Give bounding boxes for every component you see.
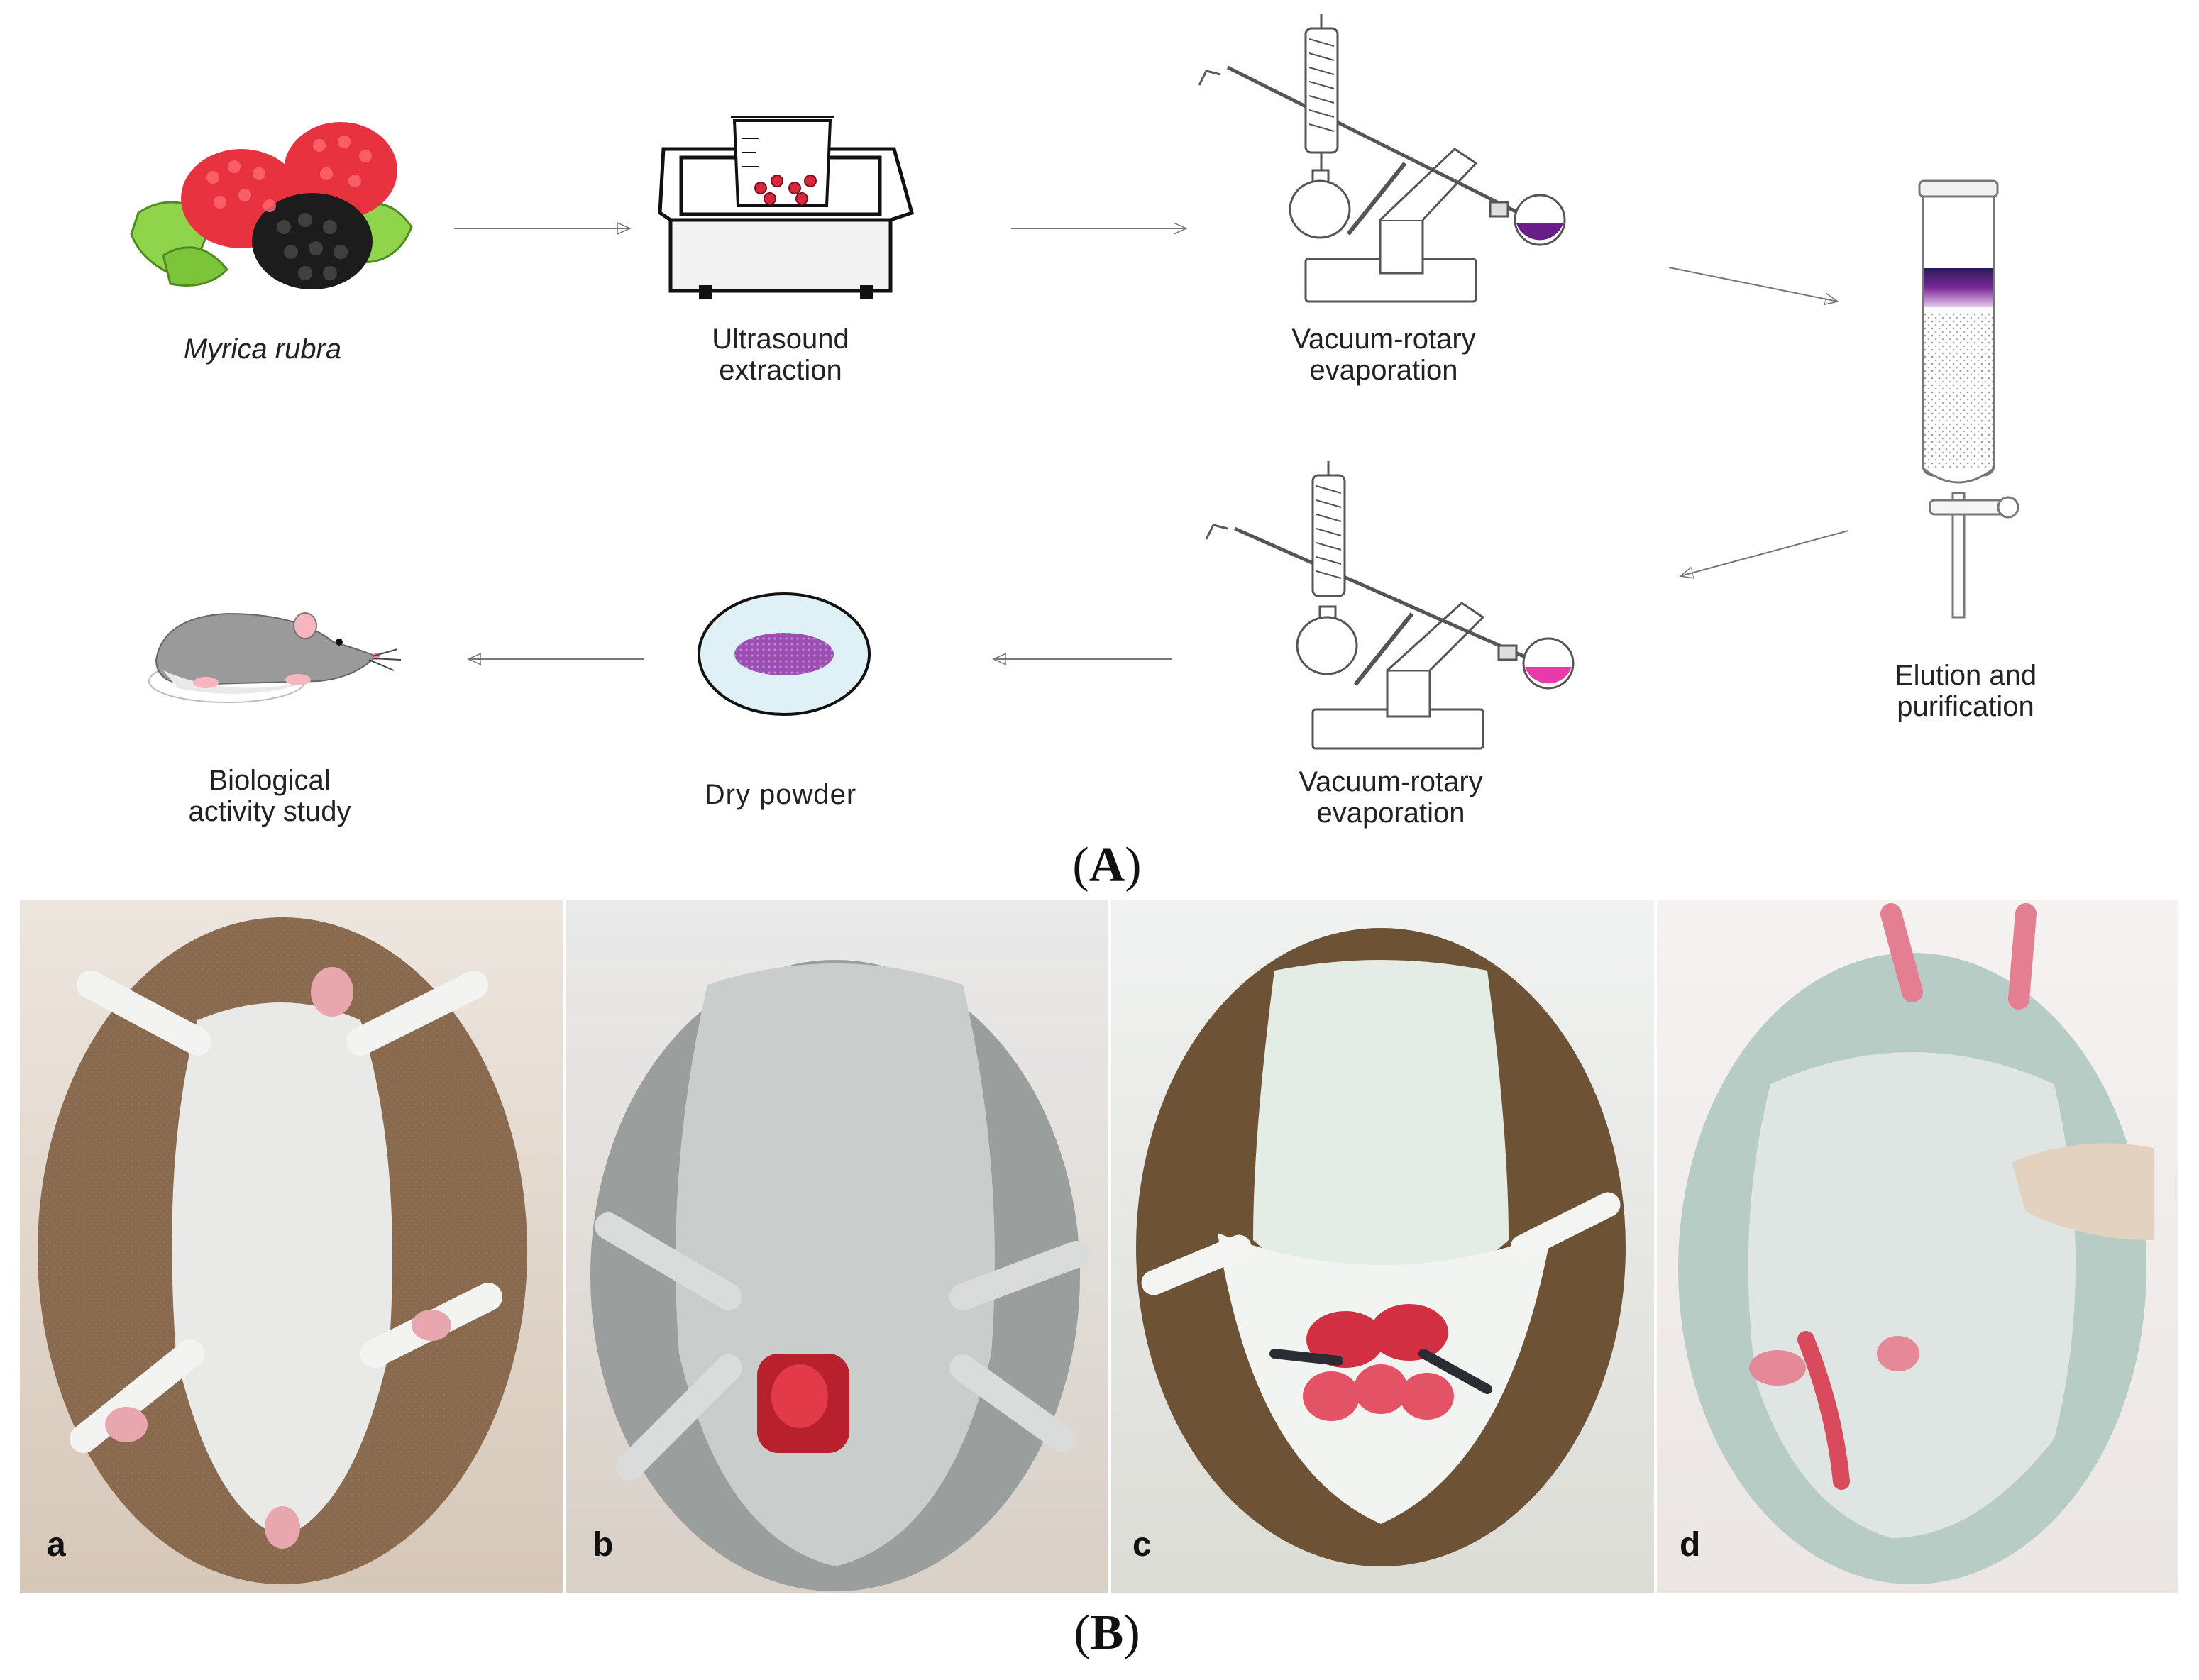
label-bio-line2: activity study xyxy=(188,796,351,827)
label-evap2-line1: Vacuum-rotary xyxy=(1299,766,1483,797)
label-ultrasound-line1: Ultrasound xyxy=(712,324,849,355)
rotary-evaporator-icon-1 xyxy=(1198,14,1566,303)
photo-d-letter: d xyxy=(1680,1526,1701,1564)
photo-d: d xyxy=(1657,900,2178,1593)
berries-icon xyxy=(130,122,413,289)
label-evap1-line2: evaporation xyxy=(1309,355,1458,386)
panel-b-caption-letter: B xyxy=(1090,1606,1124,1660)
label-myrica-rubra: Myrica rubra xyxy=(183,333,342,365)
photo-d-illustration xyxy=(1678,903,2154,1584)
arrow-3 xyxy=(1668,267,1838,302)
label-elution-purification: Elution and purification xyxy=(1852,660,2079,722)
panel-a-caption: (A) xyxy=(1064,837,1150,894)
process-diagram xyxy=(130,14,2019,750)
photo-c-letter: c xyxy=(1132,1526,1152,1564)
petri-dish-icon xyxy=(698,592,871,716)
photo-a-illustration xyxy=(38,917,527,1584)
label-ultrasound-line2: extraction xyxy=(719,355,842,386)
label-dry-powder: Dry powder xyxy=(704,779,857,810)
arrow-4 xyxy=(1680,530,1849,576)
label-biological-activity: Biological activity study xyxy=(142,765,397,827)
photo-b-illustration xyxy=(590,960,1090,1591)
panel-a-caption-close: ) xyxy=(1125,838,1142,892)
label-evaporation-2: Vacuum-rotary evaporation xyxy=(1256,766,1526,829)
panel-b-caption: (B) xyxy=(1064,1605,1150,1662)
photo-c-illustration xyxy=(1136,928,1626,1566)
label-elution-line2: purification xyxy=(1897,691,2034,722)
label-evaporation-1: Vacuum-rotary evaporation xyxy=(1249,324,1519,386)
label-elution-line1: Elution and xyxy=(1894,660,2037,691)
photo-b: b xyxy=(566,900,1108,1593)
panel-b-caption-close: ) xyxy=(1123,1606,1140,1660)
panel-b-caption-open: ( xyxy=(1074,1606,1091,1660)
photo-a-letter: a xyxy=(47,1526,66,1564)
flow-arrows xyxy=(454,228,1849,659)
label-bio-line1: Biological xyxy=(209,765,331,796)
label-ultrasound-extraction: Ultrasound extraction xyxy=(660,324,901,386)
panel-a-caption-open: ( xyxy=(1072,838,1089,892)
photo-b-letter: b xyxy=(593,1526,614,1564)
rotary-evaporator-icon-2 xyxy=(1205,461,1575,750)
photo-c: c xyxy=(1111,900,1654,1593)
mouse-icon xyxy=(148,612,402,703)
photo-a: a xyxy=(20,900,563,1593)
label-evap2-line2: evaporation xyxy=(1316,797,1465,829)
ultrasound-bath-icon xyxy=(658,116,915,299)
panel-a-caption-letter: A xyxy=(1089,838,1125,892)
label-evap1-line1: Vacuum-rotary xyxy=(1291,324,1476,355)
elution-column-icon xyxy=(1918,179,2019,619)
